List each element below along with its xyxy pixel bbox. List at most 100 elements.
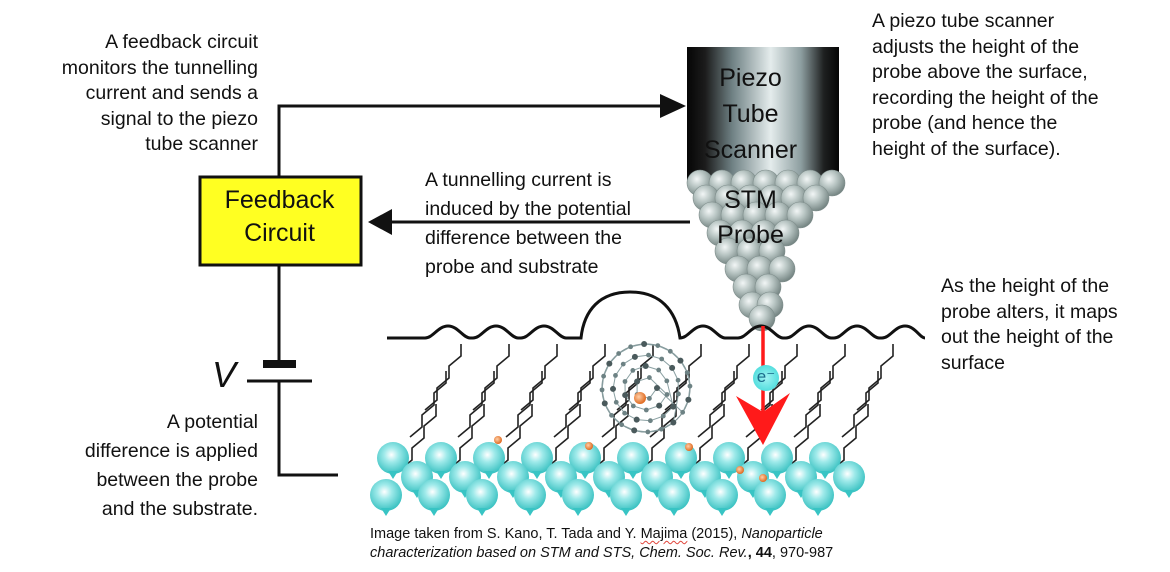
annotation-line: signal to the piezo xyxy=(100,107,258,130)
carbon-atom xyxy=(606,360,613,367)
carbon-atom xyxy=(656,402,663,409)
caption-author-spellcheck: Majima xyxy=(640,526,688,542)
carbon-atom xyxy=(646,396,652,401)
annotation-line: monitors the tunnelling xyxy=(61,56,258,79)
alkyl-chain xyxy=(841,371,879,438)
annotation-line: surface xyxy=(941,351,1005,374)
alkyl-chain xyxy=(783,404,821,471)
dopant-atom xyxy=(585,442,593,450)
carbon-atom xyxy=(631,353,638,360)
carbon-atom xyxy=(634,378,641,385)
annotation-line: probe above the surface, xyxy=(872,61,1088,83)
annotation-potential-difference: A potential difference is applied betwee… xyxy=(20,408,258,524)
substrate-atom xyxy=(425,442,457,474)
probe-atom xyxy=(772,219,800,247)
dopant-atom xyxy=(759,474,767,482)
carbon-atom xyxy=(658,426,664,432)
alkyl-chain xyxy=(424,344,462,411)
substrate-atom-tail xyxy=(477,508,487,516)
substrate-atom-tail xyxy=(621,508,631,516)
alkyl-chain xyxy=(856,344,894,411)
label-line: Probe xyxy=(717,221,784,249)
carbon-atom xyxy=(601,400,608,407)
substrate-atom xyxy=(521,442,553,474)
carbon-atom xyxy=(687,383,693,389)
stm-probe-label: STM Probe xyxy=(688,183,813,253)
carbon-atom xyxy=(660,413,666,419)
caption-volume: 44 xyxy=(755,545,772,561)
label-line: Scanner xyxy=(703,136,798,164)
carbon-atom xyxy=(656,367,662,373)
fullerene-bond xyxy=(656,387,684,413)
probe-atom xyxy=(786,201,814,229)
carbon-atom xyxy=(613,399,619,405)
substrate-atom xyxy=(617,442,649,474)
annotation-line: difference between the xyxy=(425,227,622,249)
battery-short-plate xyxy=(263,360,296,368)
carbon-atom xyxy=(654,385,660,391)
alkyl-chain xyxy=(712,344,750,411)
substrate-atom-tail xyxy=(484,471,494,479)
alkyl-chain xyxy=(495,404,533,471)
fullerene-bond xyxy=(672,393,679,423)
carbon-atom xyxy=(616,351,622,356)
annotation-tunnelling-current: A tunnelling current is induced by the p… xyxy=(425,166,631,282)
substrate-atom xyxy=(706,479,738,511)
alkyl-chain xyxy=(697,371,735,438)
substrate-atom xyxy=(802,479,834,511)
substrate-atom-tail xyxy=(381,508,391,516)
label-line: Piezo xyxy=(719,64,782,92)
alkyl-chain xyxy=(409,371,447,438)
annotation-line: As the height of the xyxy=(941,275,1110,297)
substrate-atom xyxy=(761,442,793,474)
surface-height-trace xyxy=(387,290,926,340)
carbon-atom xyxy=(620,361,626,367)
annotation-line: adjusts the height of the xyxy=(872,35,1080,58)
annotation-line: probe and substrate xyxy=(425,256,599,278)
carbon-atom xyxy=(664,392,670,397)
substrate-atom-tail xyxy=(628,471,638,479)
image-caption: Image taken from S. Kano, T. Tada and Y.… xyxy=(370,525,833,563)
carbon-atom xyxy=(633,416,640,423)
substrate-atom xyxy=(754,479,786,511)
carbon-atom xyxy=(628,344,634,350)
alkyl-chain xyxy=(591,404,629,471)
substrate-atom xyxy=(377,442,409,474)
alkyl-chain xyxy=(457,371,495,438)
substrate-atom-tail xyxy=(765,508,775,516)
alkyl-chain xyxy=(793,371,831,438)
alkyl-chain xyxy=(639,404,677,471)
carbon-atom xyxy=(646,352,651,358)
label-line: Feedback xyxy=(224,186,335,214)
carbon-atom xyxy=(645,429,651,435)
substrate-atom-tail xyxy=(436,471,446,479)
carbon-atom xyxy=(613,373,618,378)
substrate-atom-tail xyxy=(532,471,542,479)
annotation-feedback-monitor: A feedback circuit monitors the tunnelli… xyxy=(40,30,258,158)
substrate-atom xyxy=(562,479,594,511)
carbon-atom xyxy=(622,379,628,384)
substrate-atoms xyxy=(370,436,865,516)
substrate-atom xyxy=(418,479,450,511)
electron-label: e⁻ xyxy=(756,367,776,386)
voltage-symbol: V xyxy=(212,354,237,395)
alkyl-chain xyxy=(687,404,725,471)
annotation-line: probe (and hence the xyxy=(872,112,1058,134)
substrate-atom xyxy=(658,479,690,511)
substrate-atom xyxy=(370,479,402,511)
carbon-atom xyxy=(667,348,673,354)
caption-title-line1: Nanoparticle xyxy=(741,526,823,542)
annotation-line: height of the surface). xyxy=(872,137,1061,160)
carbon-atom xyxy=(630,367,636,373)
carbon-atom xyxy=(631,427,638,434)
substrate-atom-tail xyxy=(820,471,830,479)
probe-atom xyxy=(802,184,830,212)
substrate-atom-tail xyxy=(525,508,535,516)
feedback-circuit-label: Feedback Circuit xyxy=(198,184,361,250)
carbon-atom xyxy=(599,387,605,393)
carbon-atom xyxy=(684,370,690,376)
carbon-atom xyxy=(610,385,617,392)
caption-year: (2015), xyxy=(687,526,742,542)
alkyl-chain xyxy=(505,371,543,438)
